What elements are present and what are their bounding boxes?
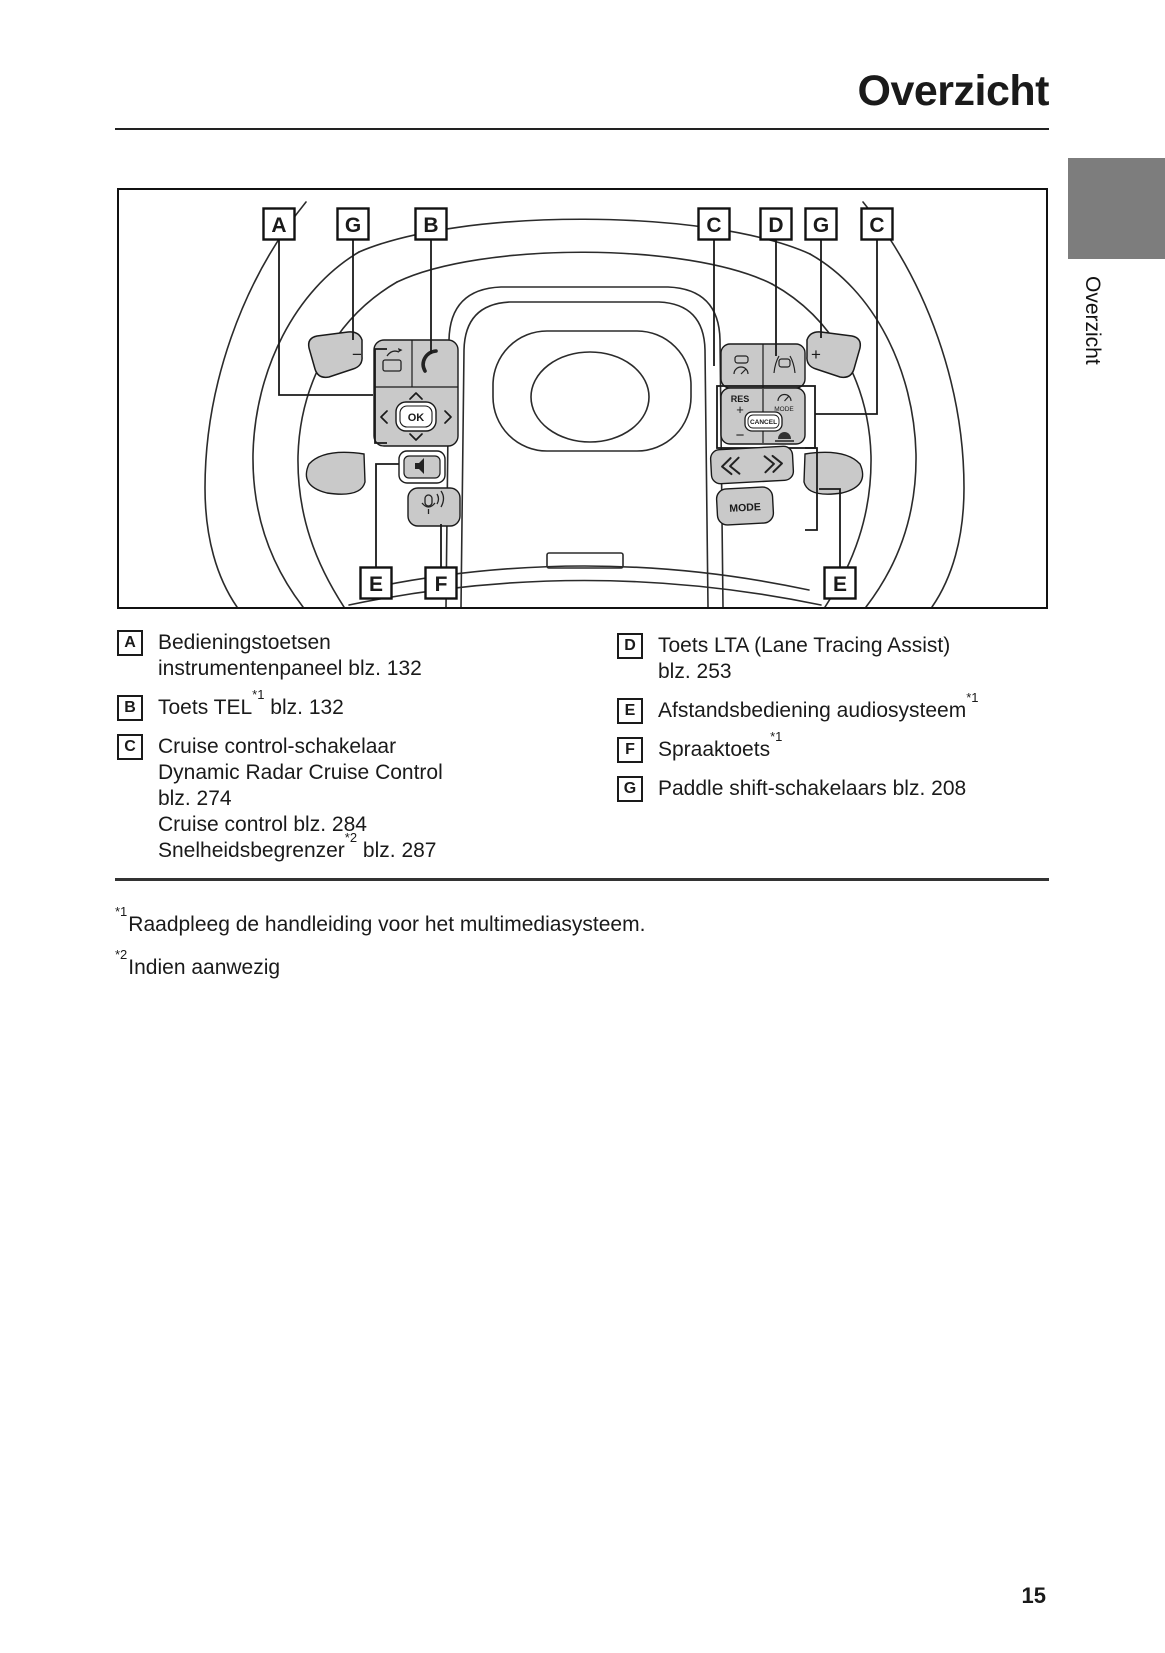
callout-E-left: E (369, 573, 383, 596)
legend-item-F: F Spraaktoets*1 (617, 729, 1057, 763)
callout-boxes: A G B C D G C E F E (262, 207, 894, 600)
speed-limiter-icon (775, 432, 794, 442)
legend-text-G: Paddle shift-schakelaars blz. 208 (658, 777, 967, 800)
mode-button-label: MODE (729, 501, 761, 515)
paddle-shift-right: + (806, 331, 862, 379)
footnotes: *1Raadpleeg de handleiding voor het mult… (115, 905, 646, 998)
lta-icon (773, 355, 796, 374)
wheel-outline (204, 201, 965, 607)
callout-A: A (271, 214, 286, 237)
callout-C-left: C (706, 214, 721, 237)
seek-buttons (709, 445, 795, 485)
legend-text-E: Afstandsbediening audiosysteem*1 (658, 690, 979, 722)
cruise-mode-icon (777, 393, 792, 402)
legend-key-C: C (117, 734, 143, 760)
callout-D: D (768, 214, 783, 237)
microphone-icon (421, 490, 445, 514)
cancel-label: CANCEL (750, 419, 777, 426)
footnote-2-marker: *2 (115, 947, 128, 962)
legend-key-G: G (617, 776, 643, 802)
legend-right-column: D Toets LTA (Lane Tracing Assist)blz. 253… (617, 633, 1057, 815)
legend-text-B: Toets TEL*1 blz. 132 (158, 687, 344, 719)
legend-item-E: E Afstandsbediening audiosysteem*1 (617, 690, 1057, 724)
center-pod-outline (445, 286, 724, 607)
chapter-tab-label: Overzicht (1081, 276, 1104, 365)
set-minus-label: − (736, 427, 745, 444)
legend-text-F: Spraaktoets*1 (658, 729, 783, 761)
legend-key-D: D (617, 633, 643, 659)
title-rule (115, 128, 1049, 130)
horn-pad-outline (492, 330, 692, 452)
callout-F: F (435, 573, 448, 596)
paddle-plus-label: + (811, 345, 821, 364)
paddle-shift-left: − (307, 331, 363, 379)
legend-item-B: B Toets TEL*1 blz. 132 (117, 687, 597, 721)
callout-E-right: E (833, 573, 847, 596)
seek-forward-icon (763, 455, 775, 474)
voice-button (407, 487, 461, 527)
speaker-icon (415, 458, 424, 474)
steering-wheel-illustration: − + (204, 201, 965, 607)
legend-item-D: D Toets LTA (Lane Tracing Assist)blz. 253 (617, 633, 1057, 685)
cruise-mode-label: MODE (774, 406, 794, 413)
radar-cruise-icon (733, 355, 749, 375)
dpad-arrows (380, 392, 452, 441)
cancel-button: CANCEL (744, 411, 783, 432)
legend-key-F: F (617, 737, 643, 763)
legend-text-D: Toets LTA (Lane Tracing Assist)blz. 253 (658, 634, 951, 683)
phone-icon (421, 349, 438, 373)
paddle-minus-label: − (352, 345, 362, 364)
callout-C-right: C (869, 214, 884, 237)
page-title: Overzicht (857, 66, 1050, 115)
legend-key-A: A (117, 630, 143, 656)
left-button-cluster: OK (373, 339, 461, 527)
callout-G-right: G (813, 214, 829, 237)
footnote-2: *2Indien aanwezig (115, 948, 645, 981)
footnote-2-text: Indien aanwezig (128, 956, 281, 979)
legend-key-B: B (117, 695, 143, 721)
res-label: RES (731, 394, 750, 404)
legend-key-E: E (617, 698, 643, 724)
horn-pad-center (530, 351, 650, 443)
seek-back-icon (729, 456, 741, 475)
volume-rocker (398, 450, 446, 484)
callout-B: B (423, 214, 438, 237)
right-button-cluster: RES + − MODE CANCEL (709, 343, 816, 526)
spoke-trims (305, 451, 864, 495)
steering-wheel-diagram: − + (117, 188, 1048, 609)
callout-leader-lines (278, 240, 878, 567)
footnote-1: *1Raadpleeg de handleiding voor het mult… (115, 905, 646, 938)
ok-button: OK (395, 401, 437, 432)
res-plus-label: + (736, 402, 744, 417)
legend-item-G: G Paddle shift-schakelaars blz. 208 (617, 776, 1057, 802)
footnote-1-text: Raadpleeg de handleiding voor het multim… (128, 913, 646, 936)
footnote-separator (115, 878, 1049, 881)
mode-button: MODE (715, 486, 775, 526)
chapter-tab (1068, 158, 1165, 259)
callout-G-left: G (345, 214, 361, 237)
display-switch-icon (382, 348, 403, 372)
footnote-1-marker: *1 (115, 904, 128, 919)
ok-label: OK (408, 412, 425, 424)
page-number: 15 (1021, 1583, 1046, 1608)
